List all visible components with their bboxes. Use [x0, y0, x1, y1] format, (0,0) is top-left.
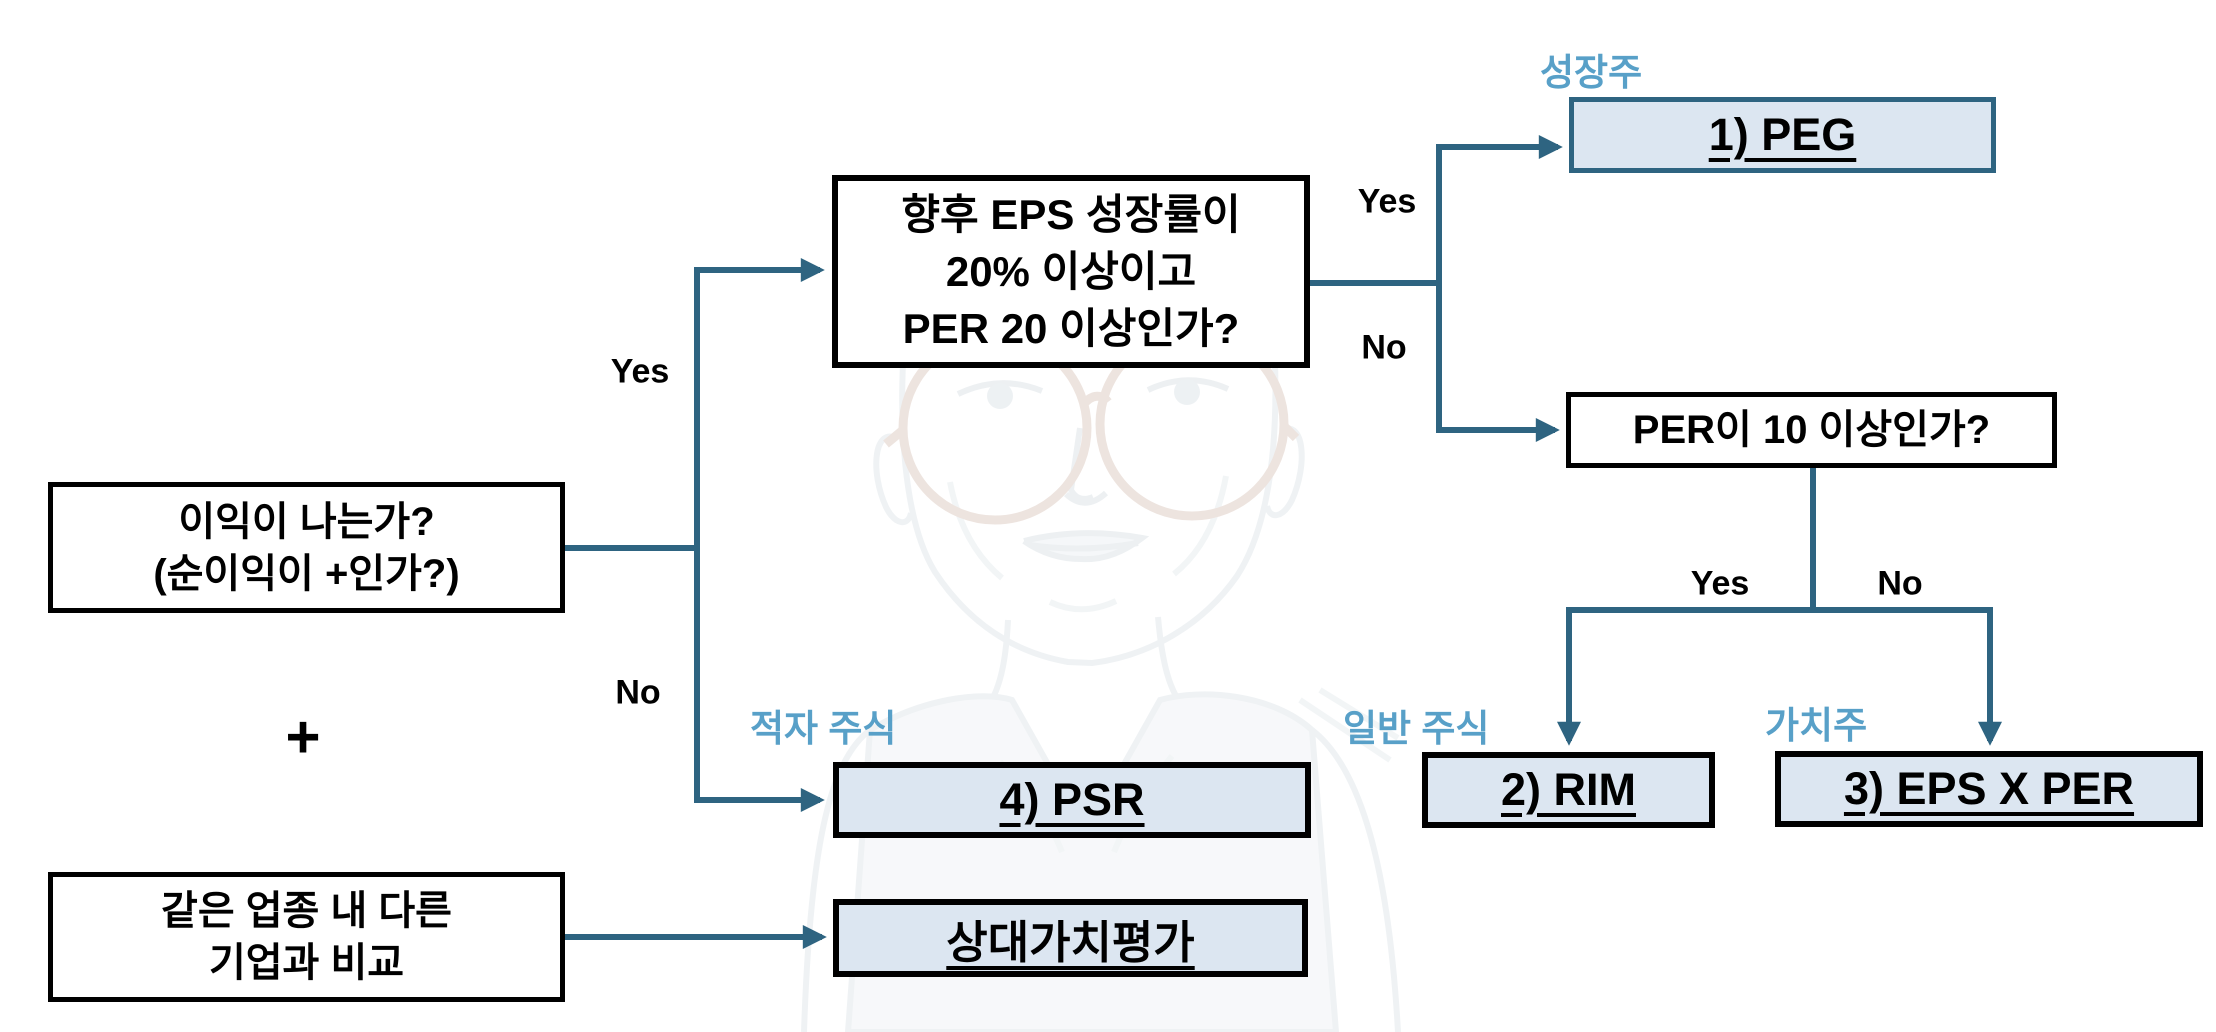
node-result-psr: 4) PSR [833, 762, 1311, 838]
result-label: 2) RIM [1501, 764, 1636, 815]
category-label-growth-stock: 성장주 [1540, 52, 1643, 93]
connector-eps-no [1436, 283, 1560, 442]
node-text-line: 같은 업종 내 다른 [161, 889, 452, 933]
edge-label-no: No [615, 673, 661, 712]
edge-label-yes: Yes [1690, 564, 1750, 603]
edge-label-yes: Yes [1357, 182, 1417, 221]
plus-sign: + [285, 703, 321, 771]
connector-eps-yes [1436, 135, 1563, 283]
node-text-line: PER이 10 이상인가? [1632, 408, 1991, 452]
category-label-value-stock: 가치주 [1765, 705, 1868, 746]
node-text-line: 기업과 비교 [208, 941, 405, 985]
node-industry-compare: 같은 업종 내 다른 기업과 비교 [48, 872, 565, 1002]
node-result-eps-x-per: 3) EPS X PER [1775, 751, 2203, 827]
node-text-line: (순이익이 +인가?) [153, 551, 460, 596]
node-result-rim: 2) RIM [1422, 752, 1715, 828]
node-result-relative-valuation: 상대가치평가 [833, 899, 1308, 977]
node-result-peg: 1) PEG [1569, 97, 1996, 173]
connector-profit-no [694, 548, 825, 812]
node-text-line: PER 20 이상인가? [902, 305, 1240, 353]
category-label-deficit-stock: 적자 주식 [750, 708, 897, 749]
result-label: 3) EPS X PER [1843, 763, 2135, 814]
connector-profit-yes [694, 258, 825, 548]
connector-per10-no [1816, 607, 2002, 746]
node-text-line: 이익이 나는가? [178, 499, 435, 544]
edge-label-no: No [1877, 564, 1923, 603]
result-label: 4) PSR [999, 774, 1145, 825]
node-text-line: 20% 이상이고 [945, 247, 1197, 295]
edge-label-no: No [1361, 328, 1407, 367]
result-label: 1) PEG [1708, 109, 1857, 160]
result-label: 상대가치평가 [946, 916, 1195, 968]
connector-per10-yes [1557, 607, 1810, 746]
edge-label-yes: Yes [610, 352, 670, 391]
node-text-line: 향후 EPS 성장률이 [901, 190, 1241, 238]
node-eps-growth-question: 향후 EPS 성장률이 20% 이상이고 PER 20 이상인가? [832, 175, 1310, 368]
category-label-ordinary-stock: 일반 주식 [1343, 708, 1490, 749]
node-profit-question: 이익이 나는가? (순이익이 +인가?) [48, 482, 565, 613]
node-per10-question: PER이 10 이상인가? [1566, 392, 2057, 468]
